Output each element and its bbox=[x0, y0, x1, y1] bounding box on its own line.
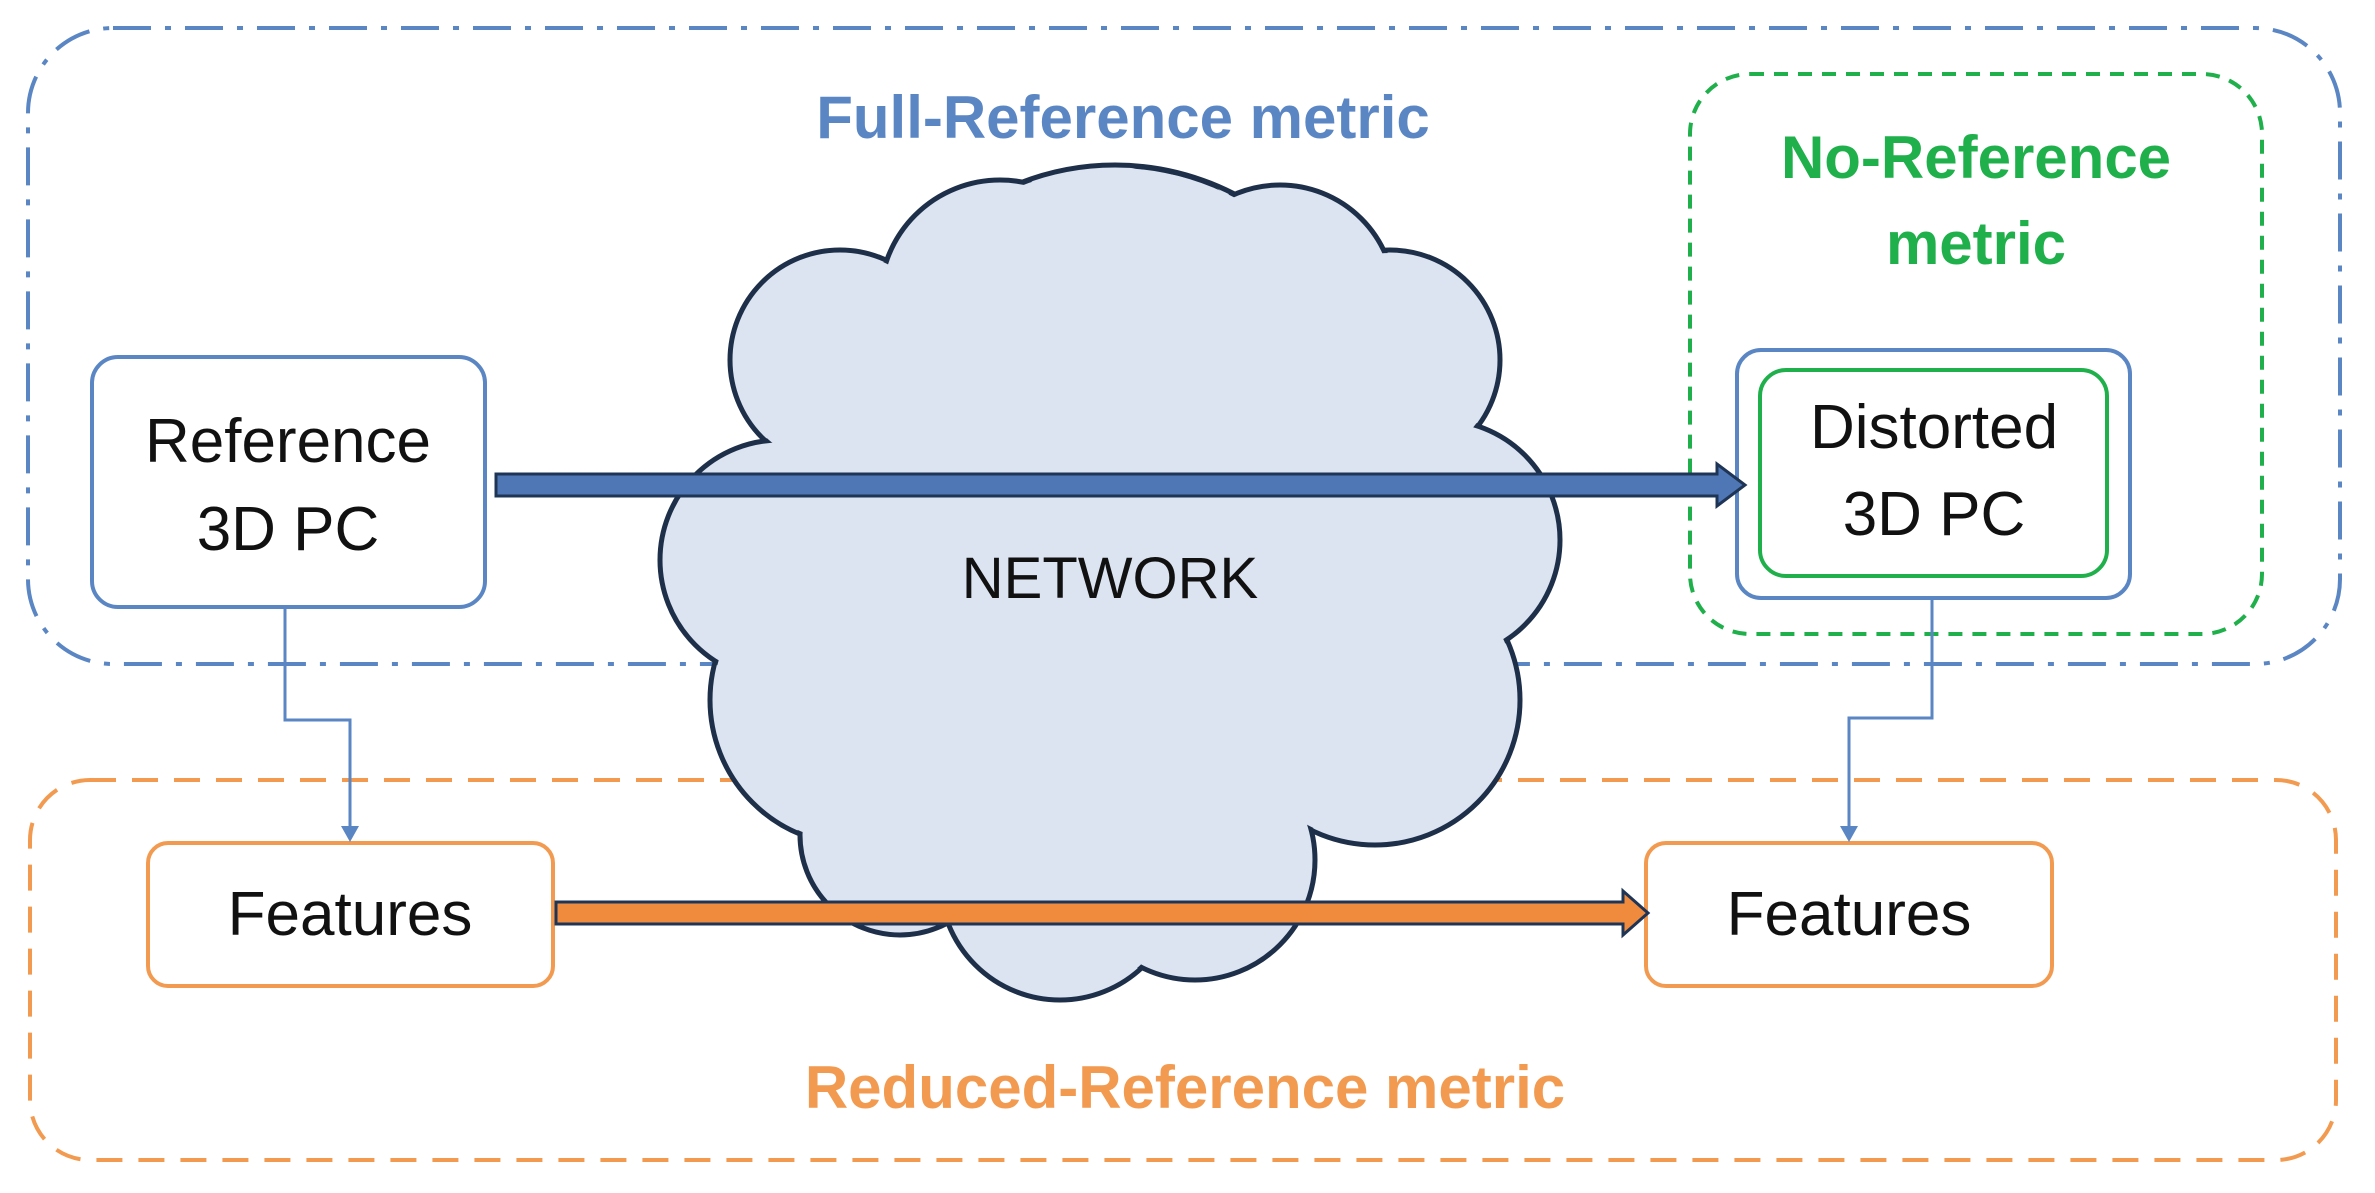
features-left-box bbox=[146, 841, 555, 988]
no-reference-title-line1: No-Reference bbox=[1781, 124, 2171, 191]
distorted-pc-label-line2: 3D PC bbox=[1843, 480, 2026, 549]
reference-to-features-connector bbox=[283, 607, 352, 828]
distorted-pc-label-line1: Distorted bbox=[1810, 393, 2058, 462]
features-left-label: Features bbox=[228, 880, 473, 949]
no-reference-title-line2: metric bbox=[1886, 210, 2066, 277]
no-reference-region bbox=[1688, 72, 2264, 636]
full-reference-title: Full-Reference metric bbox=[816, 84, 1430, 151]
reference-pc-box bbox=[90, 355, 487, 609]
reference-to-features-arrowhead bbox=[341, 826, 359, 842]
distorted-to-features-arrowhead bbox=[1840, 826, 1858, 842]
features-transmission-arrow bbox=[554, 887, 1651, 939]
distorted-pc-inner-box bbox=[1758, 368, 2109, 578]
distorted-to-features-connector bbox=[1847, 598, 1934, 828]
transmission-arrow bbox=[494, 461, 1748, 509]
network-label: NETWORK bbox=[962, 546, 1259, 611]
reference-pc-label-line2: 3D PC bbox=[197, 495, 380, 564]
reference-pc-label-line1: Reference bbox=[145, 407, 431, 476]
features-right-label: Features bbox=[1727, 880, 1972, 949]
reduced-reference-title: Reduced-Reference metric bbox=[805, 1054, 1565, 1121]
